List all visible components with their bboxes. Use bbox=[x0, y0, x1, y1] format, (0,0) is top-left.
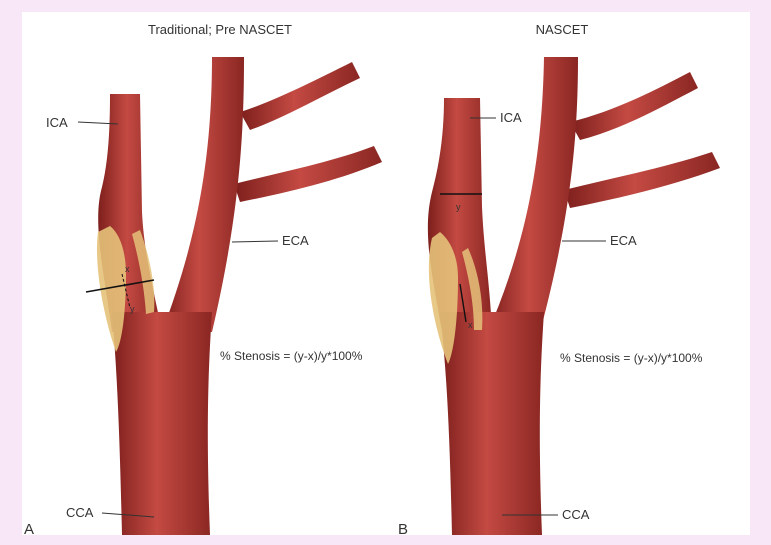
panel-b-eca-branch-upper bbox=[570, 72, 698, 140]
panel-a-cca-vessel bbox=[112, 312, 212, 535]
panel-a-eca-branch-upper bbox=[240, 62, 360, 130]
panel-a-label-eca: ECA bbox=[282, 233, 309, 248]
panel-a-label-ica: ICA bbox=[46, 115, 68, 130]
panel-b-formula: % Stenosis = (y-x)/y*100% bbox=[560, 351, 703, 365]
panel-b-title: NASCET bbox=[536, 22, 589, 37]
panel-b-marker-x: x bbox=[468, 320, 473, 330]
panel-a-eca-vessel bbox=[162, 57, 244, 332]
panel-a-letter: A bbox=[24, 521, 34, 535]
carotid-stenosis-diagram: Traditional; Pre NASCET x y ICA ECA CCA … bbox=[22, 12, 750, 535]
panel-a: Traditional; Pre NASCET x y ICA ECA CCA … bbox=[24, 22, 382, 535]
figure-frame: Traditional; Pre NASCET x y ICA ECA CCA … bbox=[22, 12, 750, 535]
panel-a-marker-x: x bbox=[125, 264, 130, 274]
panel-a-eca-branch-lower bbox=[234, 146, 382, 202]
panel-b-label-eca: ECA bbox=[610, 233, 637, 248]
panel-b-eca-vessel bbox=[488, 57, 578, 332]
panel-b-label-cca: CCA bbox=[562, 507, 590, 522]
panel-a-formula: % Stenosis = (y-x)/y*100% bbox=[220, 349, 363, 363]
panel-a-label-cca: CCA bbox=[66, 505, 94, 520]
panel-a-title: Traditional; Pre NASCET bbox=[148, 22, 292, 37]
panel-b-cca-vessel bbox=[440, 312, 544, 535]
panel-b-label-ica: ICA bbox=[500, 110, 522, 125]
panel-b-eca-branch-lower bbox=[564, 152, 720, 208]
panel-b-marker-y: y bbox=[456, 202, 461, 212]
panel-a-marker-y: y bbox=[130, 304, 135, 314]
panel-b: NASCET y x ICA ECA CCA % Stenosis = (y-x… bbox=[398, 22, 720, 535]
panel-b-letter: B bbox=[398, 521, 408, 535]
